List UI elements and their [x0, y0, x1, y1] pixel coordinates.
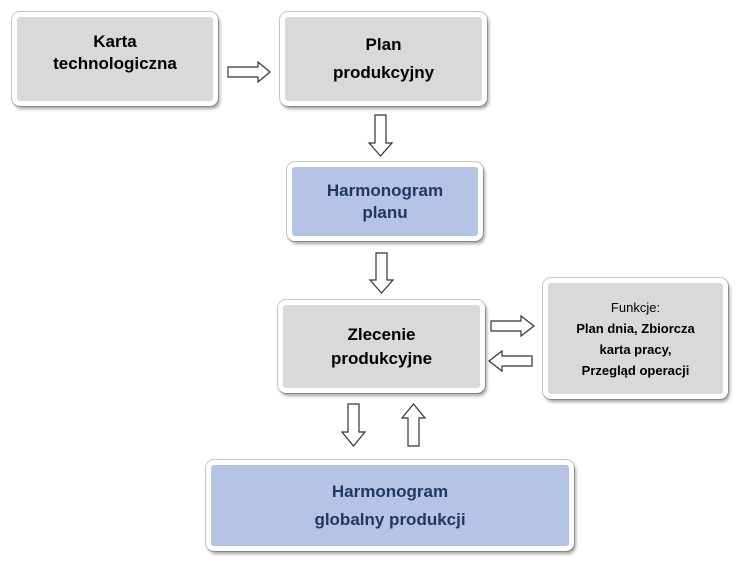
- node-funkcje: Funkcje: Plan dnia, Zbiorcza karta pracy…: [543, 278, 728, 399]
- node-label: Harmonogram: [331, 481, 449, 501]
- node-label: produkcyjne: [330, 348, 433, 368]
- arrow-globalny-to-zlecenie: [400, 403, 427, 447]
- node-plan-produkcyjny: Plan produkcyjny: [280, 12, 487, 106]
- node-label: produkcyjny: [332, 63, 435, 82]
- arrow-karta-to-plan: [227, 60, 271, 84]
- node-label: Karta: [93, 32, 137, 51]
- node-label: Plan dnia, Zbiorcza: [576, 320, 695, 336]
- node-label: Plan: [365, 35, 402, 54]
- node-label: Harmonogram: [326, 180, 444, 200]
- node-label: Zlecenie: [347, 324, 416, 344]
- arrow-harmonogram-to-zlecenie: [368, 252, 395, 294]
- node-zlecenie-produkcyjne: Zlecenie produkcyjne: [278, 300, 485, 393]
- node-label: karta pracy,: [599, 341, 672, 357]
- arrow-plan-to-harmonogram: [367, 114, 394, 157]
- node-harmonogram-globalny-produkcji: Harmonogram globalny produkcji: [206, 460, 574, 551]
- node-title: Funkcje:: [610, 299, 661, 315]
- arrow-zlecenie-to-funkcje: [490, 314, 535, 338]
- node-karta-technologiczna: Karta technologiczna: [12, 12, 218, 106]
- node-label: globalny produkcji: [314, 509, 466, 529]
- node-label: Przegląd operacji: [581, 362, 690, 378]
- node-label: technologiczna: [53, 54, 177, 73]
- arrow-zlecenie-to-globalny: [340, 403, 367, 447]
- node-harmonogram-planu: Harmonogram planu: [287, 162, 483, 241]
- node-label: planu: [362, 202, 408, 222]
- arrow-funkcje-to-zlecenie: [488, 349, 533, 373]
